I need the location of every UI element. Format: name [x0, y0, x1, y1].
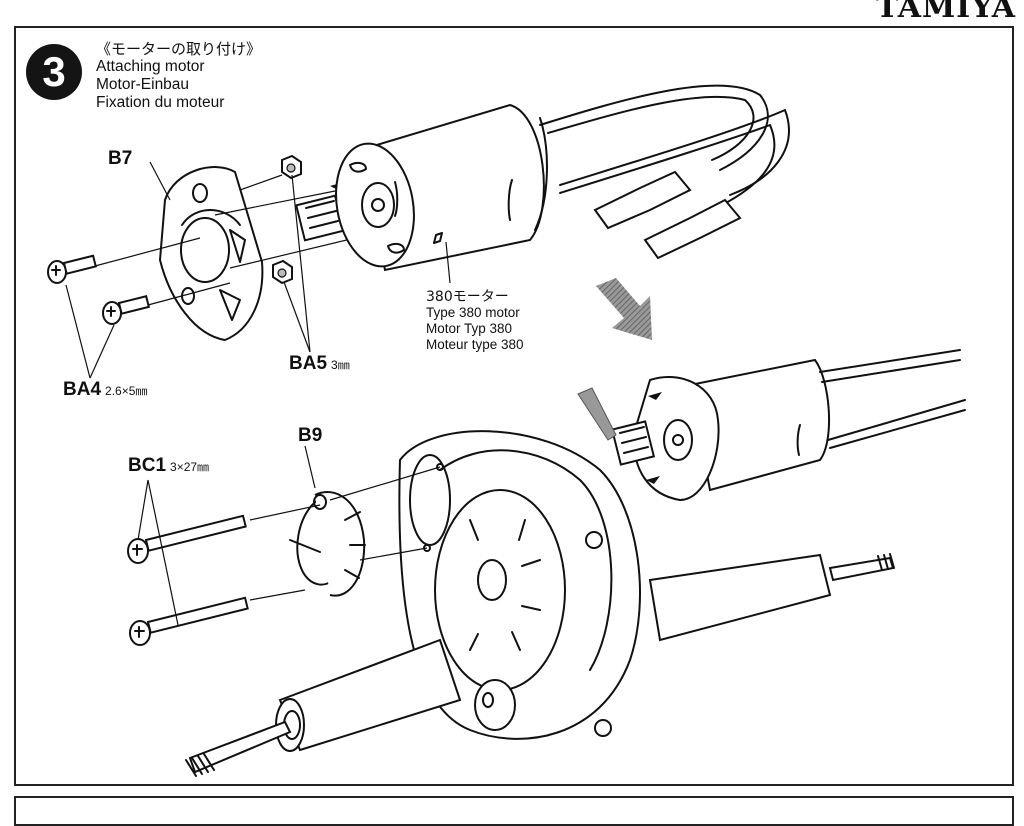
step-title: 《モーターの取り付け》 Attaching motor Motor-Einbau…: [96, 40, 261, 112]
axle-housing-right: [648, 553, 895, 642]
motor-name-fr: Moteur type 380: [426, 337, 524, 352]
part-code: BC1: [128, 455, 167, 476]
step-number-badge: 3: [26, 44, 82, 100]
leader-b7: [149, 161, 171, 201]
motor-wires-upper: [539, 84, 790, 260]
grease-tube-icon: [577, 387, 617, 441]
part-code: B9: [298, 425, 323, 446]
screw-ba4-lower: [102, 282, 231, 325]
motor-380-assembled: [610, 349, 966, 502]
part-size: 3×27㎜: [170, 460, 210, 474]
step-title-jp: 《モーターの取り付け》: [96, 40, 262, 58]
part-size: 2.6×5㎜: [105, 384, 148, 398]
step-title-de: Motor-Einbau: [96, 76, 190, 93]
leader-bc1: [137, 479, 149, 541]
part-label-b7: B7: [108, 148, 132, 170]
part-code: BA4: [63, 379, 102, 400]
part-code: B7: [108, 148, 133, 169]
motor-mount-b7: [158, 166, 264, 342]
screw-bc1-lower: [129, 547, 428, 646]
part-label-b9: B9: [298, 425, 322, 447]
motor-cover-b9: [289, 491, 366, 597]
leader-motor: [445, 241, 451, 284]
motor-name-jp: 380モーター: [426, 289, 509, 305]
direction-arrow-icon: [596, 278, 652, 340]
screw-ba4-upper: [47, 237, 201, 284]
motor-name-de: Motor Typ 380: [426, 321, 513, 336]
leader-ba4: [65, 284, 91, 379]
nut-ba5-upper: [281, 154, 302, 180]
motor-380-upper: [335, 103, 548, 272]
brand-logo: TAMIYA: [876, 0, 1016, 25]
step-title-fr: Fixation du moteur: [96, 94, 225, 111]
axle-housing-left: [185, 638, 462, 777]
part-size: 3㎜: [331, 358, 350, 372]
nut-ba5-lower: [272, 259, 293, 285]
assembly-drawing: [47, 84, 966, 777]
leader-ba5: [291, 174, 311, 353]
part-code: BA5: [289, 353, 328, 374]
gearbox-housing: [398, 430, 641, 740]
leader-b9: [304, 445, 316, 489]
step-title-en: Attaching motor: [96, 58, 205, 75]
screw-bc1-upper: [127, 466, 441, 564]
motor-label: 380モーター Type 380 motor Motor Typ 380 Mot…: [426, 289, 524, 353]
motor-name-en: Type 380 motor: [426, 305, 520, 320]
